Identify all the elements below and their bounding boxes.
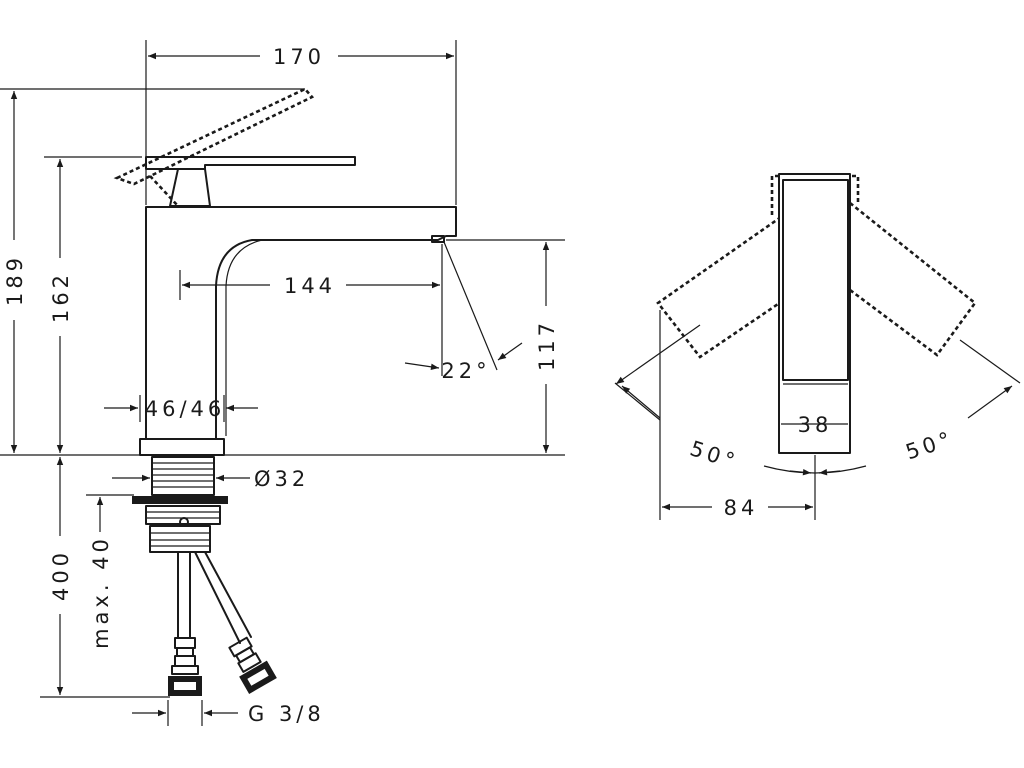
dim-width-overall: 170 xyxy=(273,45,325,69)
dim-spout-height: 117 xyxy=(535,319,559,371)
spout-underside xyxy=(225,239,263,436)
mounting-nut xyxy=(145,505,221,527)
dim-lever-offset: 84 xyxy=(724,496,759,520)
side-view-dimensions: 170 189 162 144 22° 117 46/46 xyxy=(0,40,565,726)
dim-supply-length: 400 xyxy=(49,549,73,601)
lever-neck xyxy=(169,168,211,207)
lever-raised-outline xyxy=(113,87,315,186)
lever-swing-right xyxy=(849,201,977,357)
dim-connection: G 3/8 xyxy=(248,702,325,726)
lever-swing-left xyxy=(656,215,782,359)
dim-swing-right: 50° xyxy=(903,426,957,464)
aerator xyxy=(431,235,445,243)
base-plate xyxy=(139,438,225,456)
lever-handle xyxy=(145,156,356,170)
washer xyxy=(132,496,228,504)
lower-fitting xyxy=(149,525,211,553)
top-view-lever xyxy=(782,179,849,381)
dim-thread-diameter: Ø32 xyxy=(254,467,309,491)
dim-max-countertop: max. 40 xyxy=(89,535,113,649)
threaded-shank xyxy=(151,456,215,496)
dim-base-width: 46/46 xyxy=(145,397,226,421)
top-view xyxy=(656,173,977,454)
side-view xyxy=(113,87,457,696)
supply-hoses xyxy=(168,551,277,696)
dim-height-lever-raised: 189 xyxy=(3,254,27,306)
dim-swing-left: 50° xyxy=(687,436,741,474)
dim-spout-reach: 144 xyxy=(284,274,336,298)
dim-top-width: 38 xyxy=(798,413,833,437)
dim-height-body: 162 xyxy=(49,271,73,323)
dim-spout-angle: 22° xyxy=(441,359,490,383)
